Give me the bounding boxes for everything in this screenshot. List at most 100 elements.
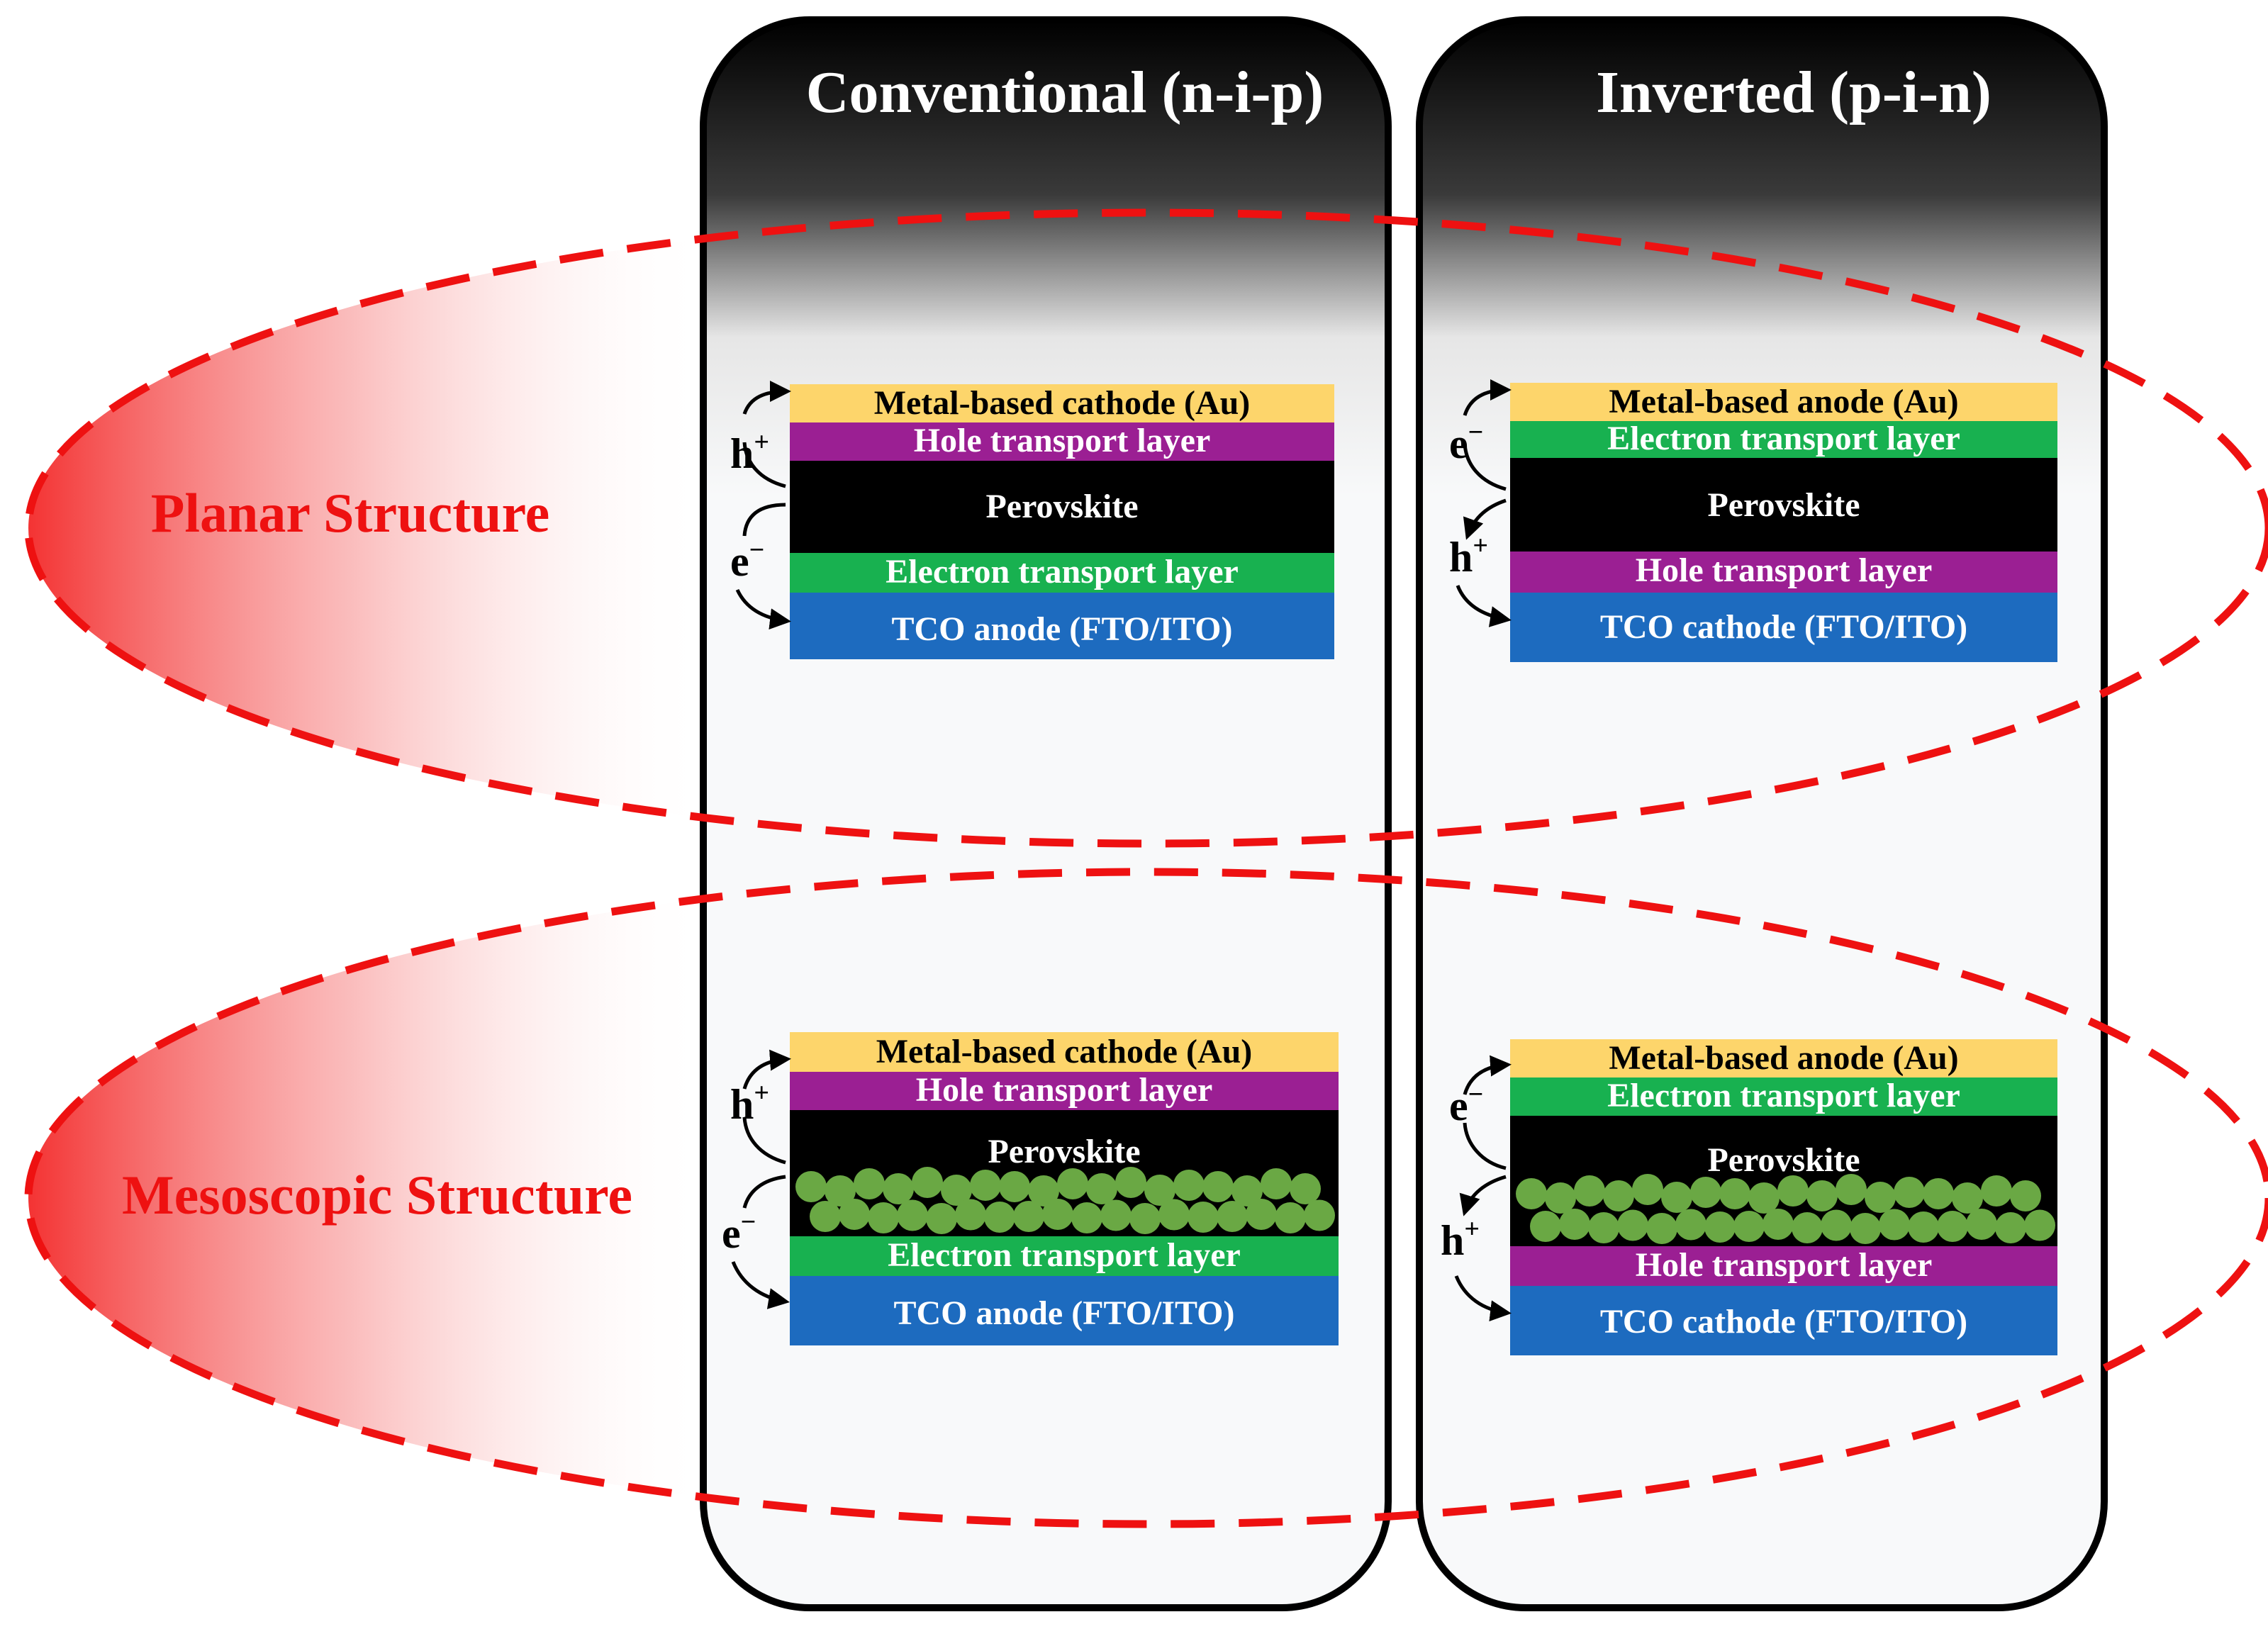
hole-transport-layer xyxy=(790,1072,1339,1110)
scaffold-particle xyxy=(1071,1202,1102,1233)
carrier-arrow xyxy=(735,588,791,630)
scaffold-particle xyxy=(1908,1211,1939,1243)
carrier-arrow xyxy=(1459,1175,1507,1216)
carrier-arrow xyxy=(731,1261,790,1309)
hole-transport-label: Hole transport layer xyxy=(1636,552,1933,589)
scaffold-particle xyxy=(1545,1182,1576,1214)
metal-anode-layer xyxy=(1510,383,2057,421)
scaffold-particle xyxy=(1763,1209,1794,1240)
tco-anode-label: TCO anode (FTO/ITO) xyxy=(894,1294,1235,1332)
perovskite-label: Perovskite xyxy=(1707,486,1860,524)
tco-anode-layer xyxy=(790,1276,1339,1345)
scaffold-particle xyxy=(1632,1174,1663,1205)
scaffold-particle xyxy=(1646,1213,1677,1244)
mesoporous-scaffold xyxy=(1516,1174,2055,1244)
carrier-label: e− xyxy=(1449,1080,1483,1129)
metal-cathode-layer xyxy=(790,1032,1339,1072)
carrier-label: h+ xyxy=(730,1078,769,1128)
scaffold-particle xyxy=(883,1173,914,1204)
scaffold-particle xyxy=(1806,1180,1838,1211)
scaffold-particle xyxy=(810,1201,841,1232)
scaffold-particle xyxy=(795,1171,827,1202)
scaffold-particle xyxy=(1952,1182,1983,1214)
scaffold-particle xyxy=(1188,1202,1219,1233)
scaffold-particle xyxy=(1836,1174,1867,1205)
hole-transport-label: Hole transport layer xyxy=(914,422,1211,459)
carrier-label: e− xyxy=(722,1207,756,1257)
carrier-arrow xyxy=(1463,379,1512,416)
scaffold-particle xyxy=(2024,1209,2055,1241)
scaffold-particle xyxy=(1574,1175,1605,1207)
scaffold-particle xyxy=(1246,1199,1277,1230)
tco-cathode-layer xyxy=(1510,593,2057,662)
carrier-arrow xyxy=(742,503,786,537)
scaffold-particle xyxy=(1719,1178,1750,1209)
scaffold-particle xyxy=(1588,1212,1619,1243)
scaffold-particle xyxy=(1777,1175,1809,1207)
scaffold-particle xyxy=(999,1171,1030,1202)
mesoporous-scaffold xyxy=(795,1167,1335,1234)
electron-transport-label: Electron transport layer xyxy=(886,553,1239,590)
scaffold-particle xyxy=(1850,1213,1881,1244)
scaffold-particle xyxy=(1733,1211,1765,1242)
scaffold-particle xyxy=(1661,1182,1692,1213)
scaffold-particle xyxy=(1937,1211,1968,1242)
scaffold-particle xyxy=(1144,1175,1175,1206)
carrier-arrow xyxy=(742,1049,791,1090)
scaffold-particle xyxy=(955,1199,986,1231)
carrier-label: h+ xyxy=(1449,531,1488,581)
carrier-arrow xyxy=(1456,585,1512,627)
electron-transport-label: Electron transport layer xyxy=(888,1236,1241,1274)
scaffold-particle xyxy=(1617,1209,1648,1241)
scaffold-particle xyxy=(1966,1209,1997,1240)
tco-anode-layer xyxy=(790,593,1334,659)
scaffold-particle xyxy=(1202,1171,1234,1202)
scaffold-particle xyxy=(1231,1175,1263,1207)
carrier-label: h+ xyxy=(1441,1214,1480,1264)
mesoscopic-row-title: Mesoscopic Structure xyxy=(122,1164,632,1226)
carrier-arrow xyxy=(1463,498,1507,540)
perovskite-label: Perovskite xyxy=(985,488,1138,525)
scaffold-particle xyxy=(1304,1199,1335,1231)
scaffold-particle xyxy=(2010,1180,2041,1211)
inverted-panel xyxy=(1416,16,2108,1611)
scaffold-particle xyxy=(1028,1175,1059,1207)
hole-transport-layer xyxy=(1510,552,2057,593)
electron-transport-label: Electron transport layer xyxy=(1607,1077,1960,1114)
scaffold-particle xyxy=(1704,1211,1736,1243)
hole-transport-label: Hole transport layer xyxy=(1636,1246,1933,1284)
scaffold-particle xyxy=(1923,1178,1954,1209)
inverted-title: Inverted (p-i-n) xyxy=(1596,60,1992,125)
scaffold-particle xyxy=(1821,1209,1852,1241)
tco-anode-label: TCO anode (FTO/ITO) xyxy=(892,610,1233,648)
electron-transport-layer xyxy=(790,1236,1339,1276)
scaffold-particle xyxy=(1158,1199,1190,1231)
scaffold-particle xyxy=(825,1175,856,1207)
tco-cathode-layer xyxy=(1510,1286,2057,1355)
metal-anode-label: Metal-based anode (Au) xyxy=(1609,383,1958,420)
scaffold-particle xyxy=(1115,1167,1146,1198)
hole-transport-layer xyxy=(1510,1246,2057,1286)
scaffold-particle xyxy=(1042,1199,1073,1230)
scaffold-particle xyxy=(1530,1211,1561,1242)
scaffold-particle xyxy=(984,1202,1015,1233)
scaffold-particle xyxy=(1879,1209,1910,1241)
inverted-mesoscopic-stack: Metal-based anode (Au) Electron transpor… xyxy=(1441,1039,2057,1355)
carrier-arrow xyxy=(742,1116,786,1165)
scaffold-particle xyxy=(854,1168,885,1199)
scaffold-particle xyxy=(1603,1180,1634,1211)
scaffold-particle xyxy=(897,1199,928,1231)
perovskite-layer xyxy=(1510,458,2057,552)
perovskite-layer xyxy=(790,461,1334,553)
scaffold-particle xyxy=(839,1199,870,1230)
metal-anode-label: Metal-based anode (Au) xyxy=(1609,1039,1958,1077)
scaffold-particle xyxy=(941,1175,972,1206)
metal-cathode-label: Metal-based cathode (Au) xyxy=(876,1033,1253,1070)
scaffold-particle xyxy=(1057,1168,1088,1199)
tco-cathode-label: TCO cathode (FTO/ITO) xyxy=(1600,608,1967,646)
scaffold-particle xyxy=(868,1202,899,1233)
scaffold-particle xyxy=(1559,1209,1590,1240)
conventional-title: Conventional (n-i-p) xyxy=(806,60,1324,125)
carrier-label: h+ xyxy=(730,427,769,477)
conventional-planar-stack: Metal-based cathode (Au) Hole transport … xyxy=(730,381,1334,659)
